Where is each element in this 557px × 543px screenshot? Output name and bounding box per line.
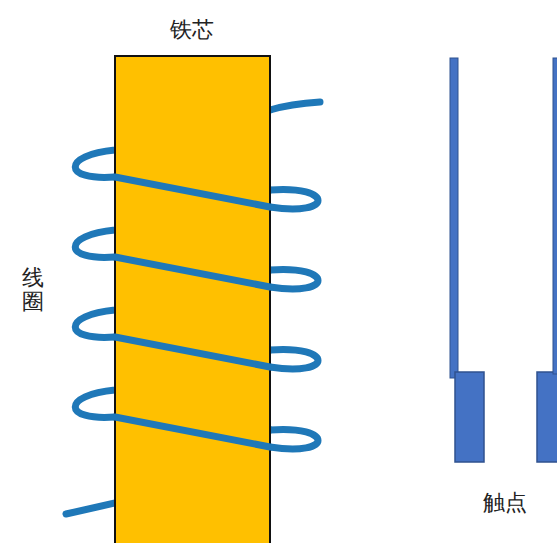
coil-winding <box>270 349 318 368</box>
contact-right <box>537 372 557 462</box>
contact-arm <box>450 58 458 378</box>
core-label: 铁芯 <box>170 15 214 45</box>
coil-winding <box>115 257 270 287</box>
coil-winding <box>270 102 320 110</box>
coil-winding <box>270 429 318 448</box>
coil-winding <box>115 337 270 367</box>
coil-winding <box>270 189 318 208</box>
iron-core <box>115 56 270 543</box>
contact-label: 触点 <box>483 488 527 518</box>
coil-winding <box>115 417 270 447</box>
coil-winding <box>115 177 270 207</box>
coil-front <box>115 177 270 447</box>
coil-winding <box>270 269 318 288</box>
contact-left <box>455 372 484 462</box>
contact-arm <box>553 58 557 374</box>
coil-label: 线圈 <box>22 266 44 314</box>
